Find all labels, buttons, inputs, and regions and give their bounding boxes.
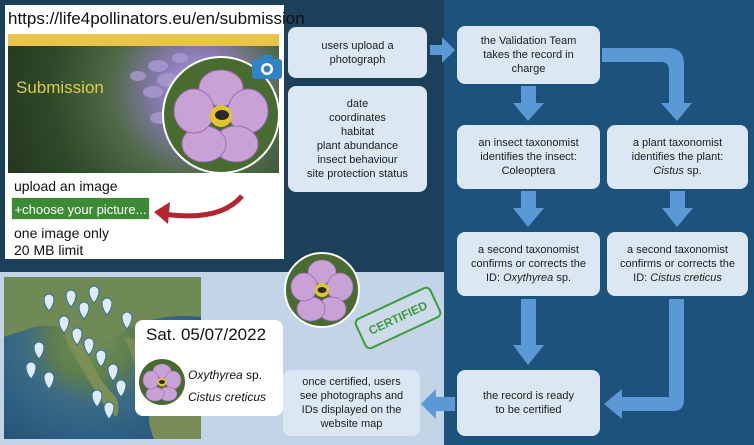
box-text-line: once certified, users [302, 376, 401, 388]
map-marker-icon [101, 297, 113, 316]
box-text-line: a second taxonomist [478, 244, 579, 256]
insect-genus: Oxythyrea [188, 368, 243, 382]
metadata-insect-behaviour: insect behaviour [317, 154, 398, 166]
box-insect-taxonomist: an insect taxonomist identifies the inse… [457, 125, 600, 189]
box-text-line: Coleoptera [501, 165, 556, 177]
box-validation-team: the Validation Team takes the record in … [457, 26, 600, 84]
map-marker-icon [65, 289, 77, 308]
upload-limit-count: one image only [14, 225, 109, 241]
arrow-icon [662, 191, 693, 227]
arrow-icon [513, 191, 544, 227]
header-bar [8, 34, 279, 46]
metadata-coordinates: coordinates [329, 112, 386, 124]
metadata-date: date [346, 98, 369, 110]
box-text-line: takes the record in [483, 49, 574, 61]
map-marker-icon [25, 361, 37, 380]
plant-species: Cistus creticus [650, 272, 722, 284]
map-marker-icon [71, 327, 83, 346]
certified-flower-photo [284, 252, 360, 328]
arrow-icon [513, 86, 544, 121]
arrow-icon [421, 389, 455, 419]
box-text-line: to be certified [495, 404, 562, 416]
box-second-insect: a second taxonomist confirms or corrects… [457, 232, 600, 296]
map-marker-icon [115, 379, 127, 398]
arrow-icon [604, 299, 684, 419]
id-prefix: ID: [633, 272, 651, 284]
upload-limit-size: 20 MB limit [14, 242, 84, 258]
camera-icon [252, 55, 282, 79]
record-date: Sat. 05/07/2022 [146, 325, 267, 344]
box-text-line: the Validation Team [480, 35, 577, 47]
id-prefix: ID: [486, 272, 504, 284]
map-marker-icon [83, 337, 95, 356]
box-text-line: ID: Oxythyrea sp. [486, 271, 571, 285]
box-text-line: IDs displayed on the [301, 404, 402, 416]
box-text-line: charge [511, 63, 546, 75]
plant-genus: Cistus [653, 165, 684, 177]
insect-genus: Oxythyrea [503, 272, 554, 284]
arrow-icon [513, 299, 544, 365]
box-second-plant: a second taxonomist confirms or corrects… [607, 232, 748, 296]
box-text-line: users upload a [321, 39, 394, 52]
map-marker-icon [91, 389, 103, 408]
upload-label: upload an image [14, 178, 118, 194]
insect-genus-suffix: sp. [242, 368, 263, 382]
map-marker-icon [103, 401, 115, 420]
record-insect-name: Oxythyrea sp. [188, 368, 262, 382]
record-plant-name: Cistus creticus [188, 390, 267, 404]
map-marker-icon [121, 311, 133, 330]
plant-genus-suffix: sp. [683, 165, 702, 177]
box-certified-users: once certified, users see photographs an… [283, 370, 420, 436]
choose-picture-button[interactable]: +choose your picture... [11, 197, 150, 220]
box-text-line: the record is ready [482, 390, 575, 402]
map-marker-icon [58, 315, 70, 334]
red-curved-arrow [154, 194, 244, 224]
box-text-line: see photographs and [299, 390, 404, 402]
record-thumbnail [139, 359, 185, 405]
page-url: https://life4pollinators.eu/en/submissio… [8, 9, 305, 28]
arrow-icon [430, 37, 455, 63]
box-text-line: photograph [329, 53, 386, 66]
box-plant-taxonomist: a plant taxonomist identifies the plant:… [607, 125, 748, 189]
box-text-line: a plant taxonomist [632, 137, 723, 149]
map-marker-icon [107, 363, 119, 382]
flower-photo [162, 56, 280, 174]
box-text-line: identifies the plant: [631, 151, 724, 163]
metadata-site-protection: site protection status [307, 168, 408, 180]
map-marker-icon [88, 285, 100, 304]
box-upload-photo: users upload a photograph [288, 27, 427, 78]
box-text-line: confirms or corrects the [471, 258, 586, 270]
map-marker-icon [43, 371, 55, 390]
box-text-line: an insect taxonomist [478, 137, 579, 149]
map-marker-icon [33, 341, 45, 360]
box-ready: the record is ready to be certified [457, 370, 600, 436]
box-text-line: confirms or corrects the [620, 258, 735, 270]
box-metadata: date coordinates habitat plant abundance… [288, 86, 427, 192]
insect-genus-suffix: sp. [553, 272, 571, 284]
box-text-line: ID: Cistus creticus [633, 271, 722, 285]
metadata-plant-abundance: plant abundance [316, 140, 399, 152]
map-marker-icon [43, 293, 55, 312]
map-marker-icon [78, 301, 90, 320]
metadata-habitat: habitat [340, 126, 375, 138]
box-text-line: identifies the insect: [480, 151, 577, 163]
submission-title: Submission [16, 78, 104, 97]
box-text-line: website map [320, 418, 383, 430]
box-text-line: Cistus sp. [653, 164, 701, 178]
arrow-icon [602, 48, 692, 121]
map-marker-icon [95, 349, 107, 368]
box-text-line: a second taxonomist [627, 244, 728, 256]
